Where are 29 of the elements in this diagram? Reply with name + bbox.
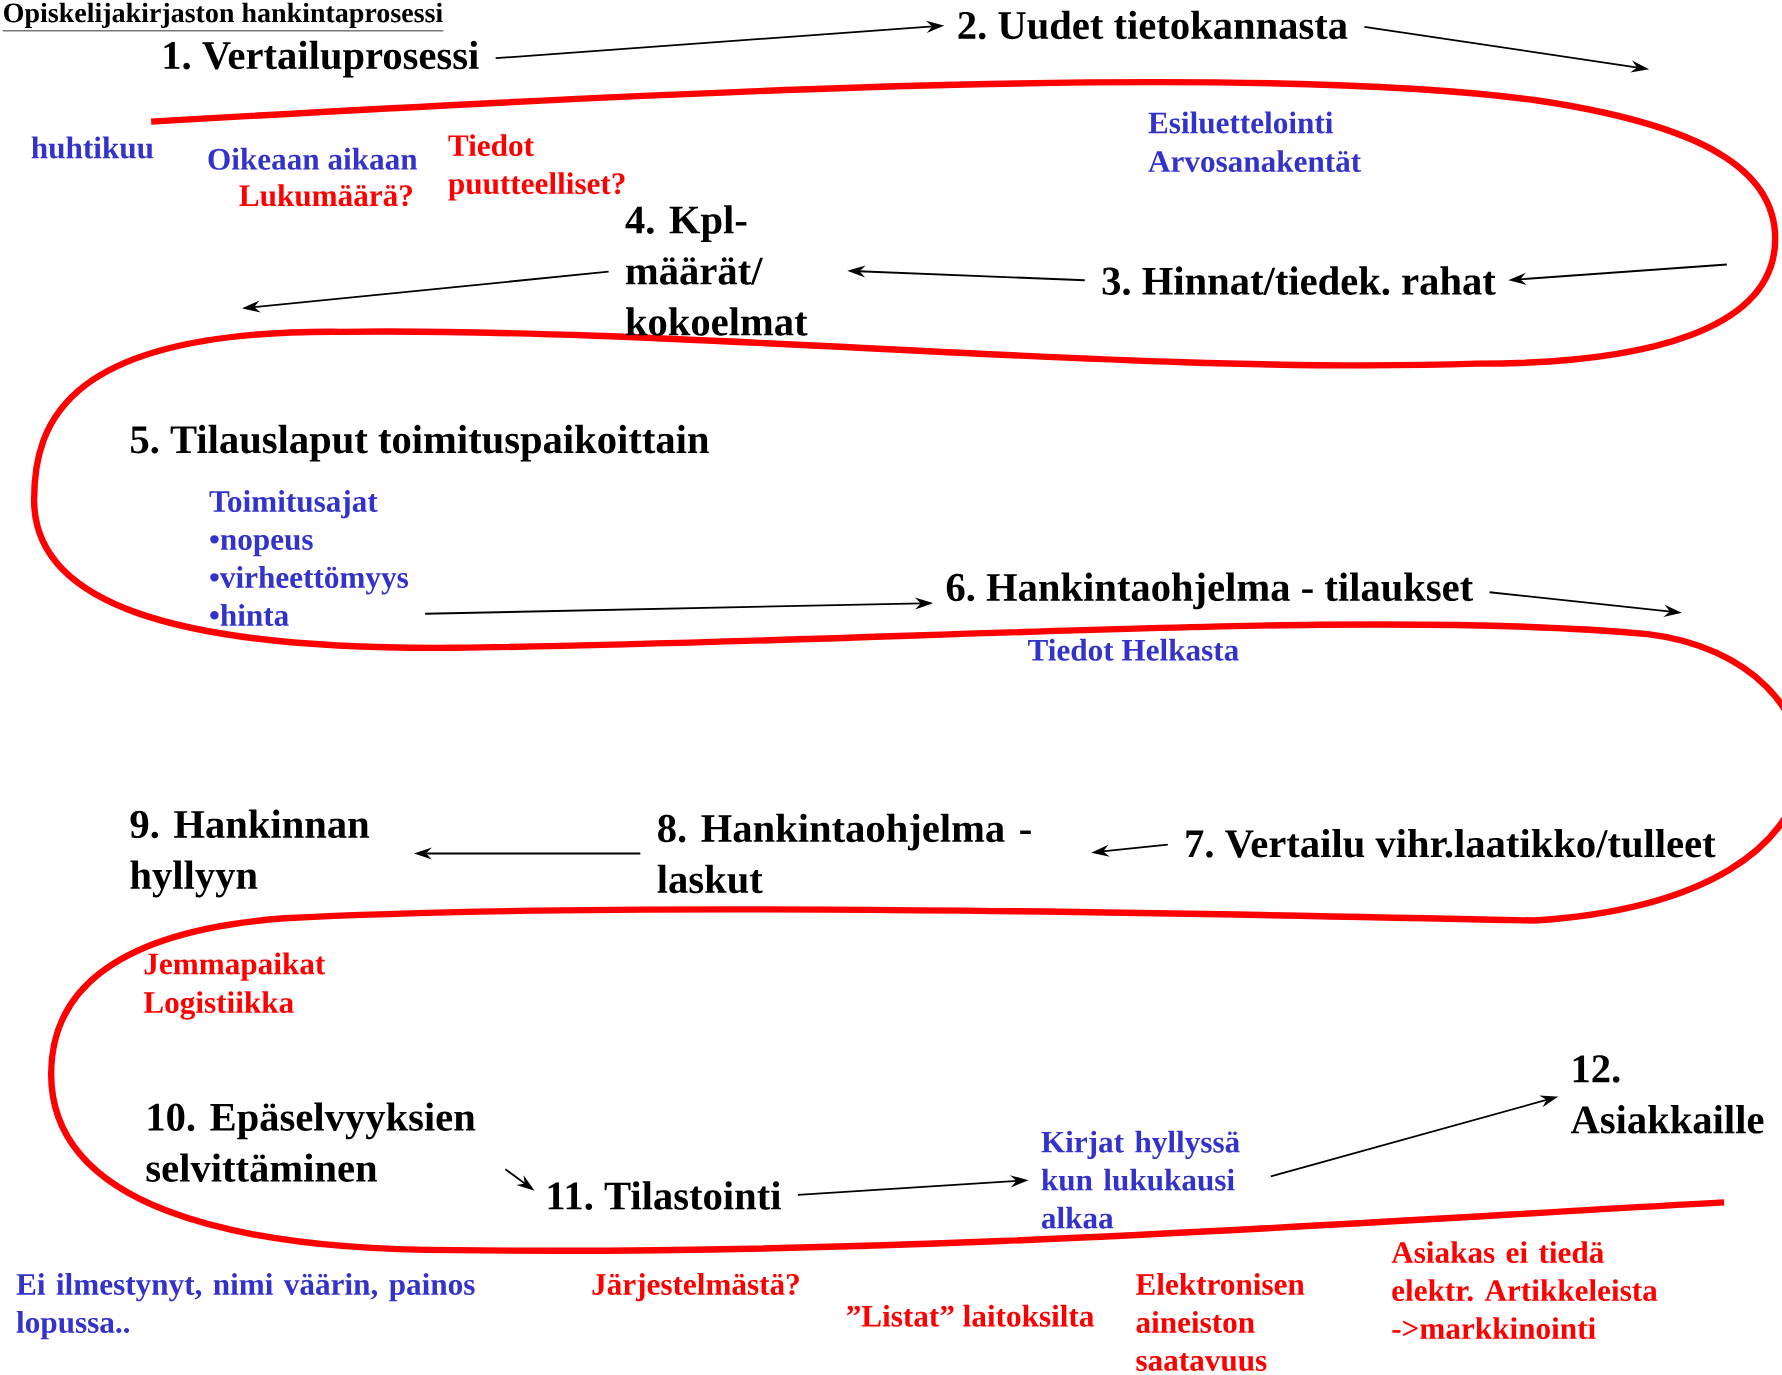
step-label: 8. Hankintaohjelma - laskut [657,813,1031,894]
note-text: Elektronisen aineiston saatavuus [1136,1272,1305,1371]
step-label: 11. Tilastointi [548,1181,781,1210]
note-text: Lukumäärä? [239,184,412,207]
title: Opiskelijakirjaston hankintaprosessi [2,2,444,32]
step-label: 3. Hinnat/tiedek. rahat [1102,266,1496,295]
step-label: 4. Kpl-määrät/ kokoelmat [625,205,808,336]
note-text: Toimitusajat •nopeus •virheettömyys •hinta [209,490,408,626]
step-label: 5. Tilauslaput toimituspaikoittain [131,424,709,462]
note-text: Tiedot puutteelliset? [448,134,625,201]
note-text: Esiluettelointi [1148,111,1333,134]
note-text: Kirjat hyllyssä kun lukukausi alkaa [1041,1130,1240,1229]
step-label: 2. Uudet tietokannasta [958,10,1348,40]
step-label: 10. Epäselvyyksien selvittäminen [146,1102,476,1182]
note-text: Järjestelmästä? [592,1272,799,1302]
step-label: 9. Hankinnan hyllyyn [130,809,370,898]
note-text: Oikeaan aikaan [208,147,418,170]
note-text: Logistiikka [143,991,294,1020]
step-label: 1. Vertailuprosessi [164,40,479,78]
note-text: Ei ilmestynyt, nimi väärin, painos lopussa.. [16,1272,475,1340]
note-text: Asiakas ei tiedä elektr. Artikkeleista ->markkinointi [1391,1241,1658,1340]
note-text: Arvosanakentät [1148,150,1361,173]
step-label: 6. Hankintaohjelma - tilaukset [946,572,1473,610]
note-text: Tiedot Helkasta [1028,638,1239,661]
note-text: huhtikuu [31,136,154,159]
step-label: 7. Vertailu vihr.laatikko/tulleet [1186,828,1716,858]
note-text: ”Listat” laitoksilta [846,1304,1094,1327]
step-label: 12. Asiakkaille [1570,1055,1764,1134]
note-text: Jemmapaikat [144,952,326,981]
